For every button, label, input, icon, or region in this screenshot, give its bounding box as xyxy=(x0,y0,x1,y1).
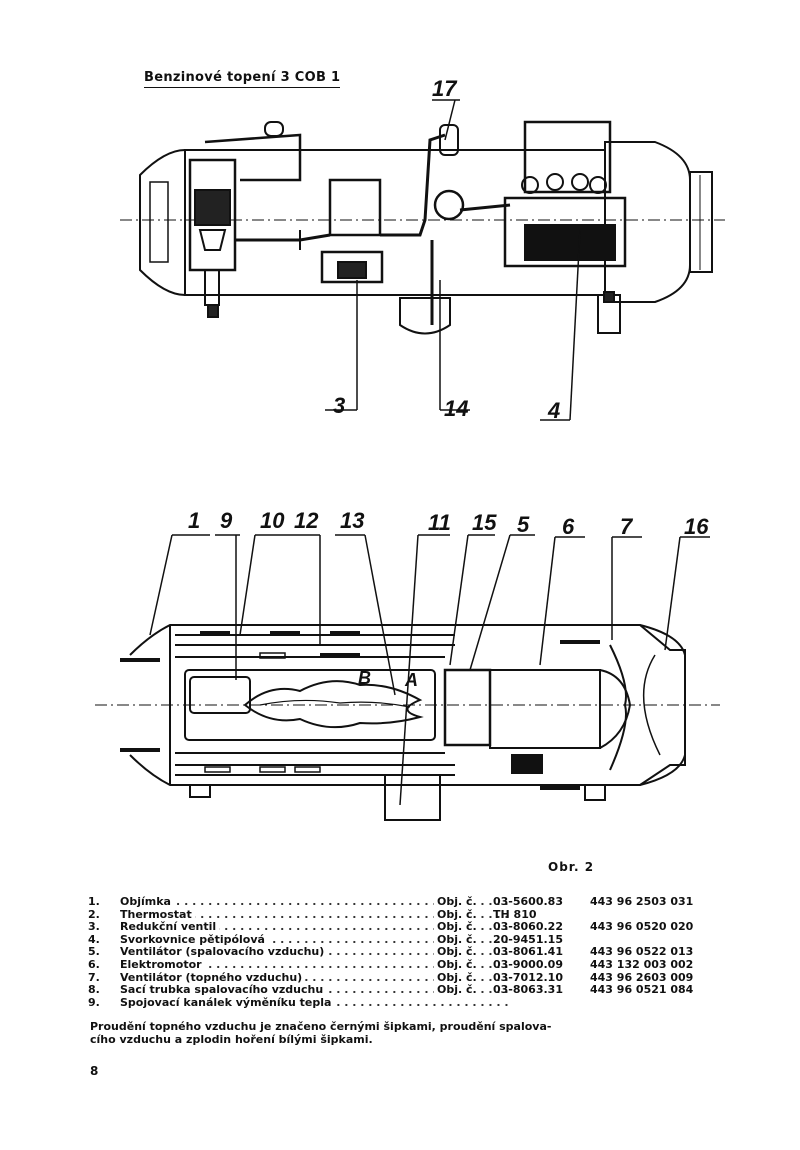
part-number: 6. xyxy=(88,957,100,971)
part-obj-label: Obj. č. xyxy=(434,958,477,972)
callout-11: 11 xyxy=(428,510,451,535)
flow-note: Proudění topného vzduchu je značeno čern… xyxy=(90,1020,650,1046)
figure-caption: Obr. 2 xyxy=(548,860,595,874)
part-name: Ventilátor (spalovacího vzduchu) xyxy=(120,946,328,959)
part-number: 1. xyxy=(88,895,100,908)
page-number: 8 xyxy=(90,1064,99,1078)
part-number: 5. xyxy=(88,945,100,959)
part-obj-label: Obj. č. xyxy=(434,895,477,909)
part-name: Svorkovnice pětipólová xyxy=(120,933,268,947)
callout-5: 5 xyxy=(517,512,530,537)
part-obj-label: Obj. č. xyxy=(434,908,477,922)
leader-dots: . . . . . . . . . . . . . . . . . . . . … xyxy=(120,958,512,971)
heater-exterior-drawing xyxy=(120,99,725,421)
flow-note-line-1: Proudění topného vzduchu je značeno čern… xyxy=(90,1020,552,1033)
leader-dots: . . . . . . . . . . . . . . . . . . . . … xyxy=(120,921,512,934)
callout-6: 6 xyxy=(562,514,575,539)
part-number: 7. xyxy=(88,970,100,984)
callout-3: 3 xyxy=(333,393,346,418)
part-code-2: 443 96 0521 084 xyxy=(590,983,694,997)
callout-14: 14 xyxy=(444,396,469,421)
callout-4: 4 xyxy=(548,398,561,423)
callout-10: 10 xyxy=(260,508,285,533)
part-number: 3. xyxy=(88,920,100,934)
part-code: TH 810 xyxy=(493,907,537,921)
part-name: Thermostat xyxy=(120,908,195,922)
part-number: 2. xyxy=(88,907,100,921)
part-name: Elektromotor xyxy=(120,958,205,972)
flow-note-line-2: cího vzduchu a zplodin hoření bílými šip… xyxy=(90,1033,373,1046)
part-code-2: 443 96 2603 009 xyxy=(590,970,694,984)
flame-zone-a: A xyxy=(405,670,418,690)
part-code-2: 443 96 0520 020 xyxy=(590,920,694,934)
leader-dots: . . . . . . . . . . . . . . . . . . . . … xyxy=(120,971,512,984)
callout-17: 17 xyxy=(432,76,457,101)
part-code: 03-8060.22 xyxy=(493,920,563,934)
part-obj-label: Obj. č. xyxy=(434,933,477,947)
callout-16: 16 xyxy=(684,514,709,539)
part-name: Ventilátor (topného vzduchu) xyxy=(120,971,306,985)
heater-section-drawing xyxy=(95,534,720,821)
page-title: Benzinové topení 3 COB 1 xyxy=(144,70,341,88)
callout-9: 9 xyxy=(220,508,233,533)
part-code: 03-7012.10 xyxy=(493,970,563,984)
part-code-2: 443 96 2503 031 xyxy=(590,895,694,908)
part-number: 4. xyxy=(88,932,100,946)
part-obj-label: Obj. č. xyxy=(434,921,477,934)
part-name: Spojovací kanálek výměníku tepla xyxy=(120,996,335,1010)
part-name: Redukční ventil xyxy=(120,921,220,934)
part-obj-label: Obj. č. xyxy=(434,971,477,985)
leader-dots: . . . . . . . . . . . . . . . . . . . . … xyxy=(120,896,512,908)
callout-1: 1 xyxy=(188,508,201,533)
part-name: Objímka xyxy=(120,895,174,909)
callout-15: 15 xyxy=(472,510,497,535)
callout-13: 13 xyxy=(340,508,365,533)
part-code: 03-8063.31 xyxy=(493,983,563,997)
callout-7: 7 xyxy=(620,514,633,539)
part-code: 03-8061.41 xyxy=(493,945,563,959)
part-code: 20-9451.15 xyxy=(493,932,563,946)
callout-12: 12 xyxy=(294,508,319,533)
part-code-2: 443 96 0522 013 xyxy=(590,945,694,959)
part-code-2: 443 132 003 002 xyxy=(590,957,694,971)
part-obj-label: Obj. č. xyxy=(434,946,477,959)
leader-dots: . . . . . . . . . . . . . . . . . . . . … xyxy=(120,933,512,946)
part-number: 8. xyxy=(88,983,100,997)
part-code: 03-5600.83 xyxy=(493,895,563,908)
part-name: Sací trubka spalovacího vzduchu xyxy=(120,984,327,997)
part-obj-label: Obj. č. xyxy=(434,984,477,997)
leader-dots: . . . . . . . . . . . . . . . . . . . . … xyxy=(120,908,512,921)
part-code: 03-9000.09 xyxy=(493,957,563,971)
part-number: 9. xyxy=(88,995,100,1009)
flame-zone-b: B xyxy=(358,668,371,688)
